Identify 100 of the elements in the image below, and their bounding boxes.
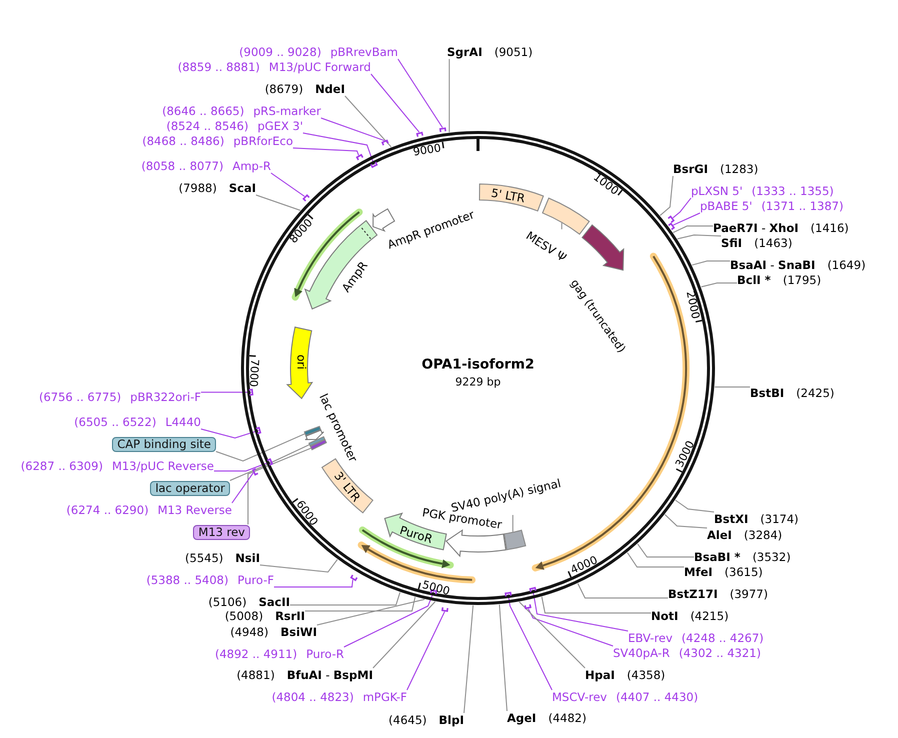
primer-position: (4407 .. 4430) xyxy=(616,690,698,704)
primer-position: (6505 .. 6522) xyxy=(74,415,156,429)
enzyme-name: BstBI xyxy=(750,386,784,400)
cut-site-position: (4215) xyxy=(690,609,729,623)
enzyme-name: PaeR7I - XhoI xyxy=(713,221,799,235)
leader-line xyxy=(344,96,392,148)
leader-line xyxy=(232,472,254,504)
primer-site-mark xyxy=(382,140,389,146)
leader-line xyxy=(304,596,416,612)
plasmid-size: 9229 bp xyxy=(455,376,501,388)
leader-line xyxy=(672,212,700,226)
primer-name: EBV-rev xyxy=(628,631,673,645)
leader-line xyxy=(248,448,312,525)
leader-line xyxy=(508,594,552,690)
cut-site-position: (3174) xyxy=(760,512,799,526)
leader-line xyxy=(214,461,271,472)
primer-position: (5388 .. 5408) xyxy=(146,573,228,587)
primer-site-mark xyxy=(302,194,310,202)
leader-line xyxy=(660,176,674,216)
enzyme-name: BsiWI xyxy=(280,625,317,639)
primer-name: pRS-marker xyxy=(253,104,321,118)
primer-site-mark xyxy=(441,607,448,612)
primer-name: Amp-R xyxy=(232,159,271,173)
leader-line xyxy=(230,444,310,481)
feature-tag: M13 rev xyxy=(193,524,250,540)
enzyme-name: BclI * xyxy=(737,273,771,287)
feature-mark xyxy=(304,426,322,436)
primer-position: (4302 .. 4321) xyxy=(678,646,761,660)
primer-name: M13/pUC Forward xyxy=(268,60,371,74)
primer-name: Puro-F xyxy=(237,573,274,587)
scale-number: 9000 xyxy=(412,141,442,159)
leader-line xyxy=(541,596,652,614)
cut-site-position: (4482) xyxy=(548,711,586,725)
leader-line xyxy=(518,601,586,668)
cut-site-position: (4948) xyxy=(230,625,268,639)
cut-site-position: (5008) xyxy=(224,609,264,623)
primer-name: pBRforEco xyxy=(233,134,293,148)
leader-line xyxy=(676,234,722,240)
feature-label: ori xyxy=(294,354,308,370)
leader-line xyxy=(674,500,714,512)
reading-frame-arrow xyxy=(358,526,454,569)
enzyme-name: ScaI xyxy=(228,181,256,195)
feature-label: PuroR xyxy=(398,524,434,546)
primer-position: (9009 .. 9028) xyxy=(239,45,322,59)
enzyme-name: AgeI xyxy=(507,711,536,725)
cut-site-position: (3615) xyxy=(724,565,763,579)
enzyme-name: BfuAI - BspMI xyxy=(286,668,373,682)
leader-line xyxy=(672,226,714,234)
leader-line xyxy=(256,194,301,211)
primer-position: (4892 .. 4911) xyxy=(214,647,298,661)
cut-site-position: (1649) xyxy=(827,258,866,272)
leader-line xyxy=(512,514,514,532)
primer-name: M13/pUC Reverse xyxy=(112,459,214,473)
leader-line xyxy=(292,148,360,156)
leader-line xyxy=(320,118,385,142)
leader-line xyxy=(302,132,375,166)
feature-box xyxy=(504,530,526,550)
leader-line xyxy=(316,598,426,626)
leader-line xyxy=(372,601,436,668)
leader-line xyxy=(200,428,260,439)
enzyme-name: BstXI xyxy=(714,512,748,526)
primer-position: (8468 .. 8486) xyxy=(142,134,224,148)
enzyme-name: BsaBI * xyxy=(694,550,740,564)
cut-site-position: (7988) xyxy=(178,181,217,195)
feature-label: 5' LTR xyxy=(490,186,526,206)
leader-line xyxy=(274,579,354,588)
primer-name: M13 Reverse xyxy=(158,503,232,517)
cut-site-position: (3977) xyxy=(730,587,768,601)
leader-line xyxy=(672,198,692,218)
enzyme-name: SacII xyxy=(258,595,290,609)
enzyme-name: RsrII xyxy=(275,609,305,623)
primer-position: (8859 .. 8881) xyxy=(178,60,260,74)
primer-site-mark xyxy=(350,574,358,581)
cut-site-position: (4358) xyxy=(626,668,666,682)
leader-line xyxy=(561,222,562,230)
cut-site-position: (2425) xyxy=(796,386,834,400)
leader-line xyxy=(370,74,420,133)
primer-name: pBRrevBam xyxy=(330,45,398,59)
scale-number: 4000 xyxy=(568,554,600,577)
primer-position: (8058 .. 8077) xyxy=(141,159,224,173)
leader-line xyxy=(528,608,614,646)
cut-site-position: (1795) xyxy=(782,273,822,287)
cut-site-position: (1463) xyxy=(754,236,792,250)
enzyme-name: NdeI xyxy=(315,82,345,96)
leader-line xyxy=(577,583,668,598)
primer-name: Puro-R xyxy=(306,647,344,661)
leader-line xyxy=(398,58,443,128)
enzyme-name: SgrAI xyxy=(447,45,482,59)
primer-site-mark xyxy=(504,592,512,596)
enzyme-name: BsaAI - SnaBI xyxy=(730,258,816,272)
primer-position: (1333 .. 1355) xyxy=(752,184,834,198)
primer-site-mark xyxy=(524,604,532,610)
primer-site-mark xyxy=(439,127,446,132)
cut-site-position: (4881) xyxy=(236,668,275,682)
primer-site-mark xyxy=(416,132,424,137)
primer-site-mark xyxy=(252,468,258,476)
enzyme-name: SfiI xyxy=(721,236,742,250)
gene-feature xyxy=(582,224,624,271)
leader-line xyxy=(290,592,400,606)
primer-site-mark xyxy=(668,222,675,230)
